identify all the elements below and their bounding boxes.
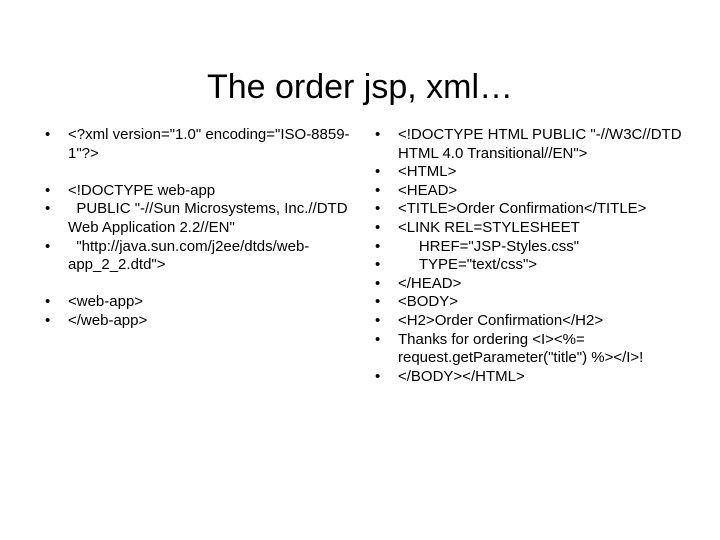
- bullet-text: <HTML>: [398, 163, 457, 181]
- right-bullet-item-3: • <TITLE>Order Confirmation</TITLE>: [368, 200, 688, 219]
- bullet-icon: •: [375, 293, 381, 311]
- right-bullet-list: • <!DOCTYPE HTML PUBLIC "-//W3C//DTD HTML…: [368, 126, 688, 386]
- bullet-text: Thanks for ordering <I><%= request.getPa…: [398, 330, 644, 367]
- bullet-icon: •: [45, 311, 51, 329]
- left-bullet-item-2: • PUBLIC "-//Sun Microsystems, Inc.//DTD…: [38, 200, 356, 237]
- page-title: The order jsp, xml…: [206, 67, 514, 106]
- bullet-text: "http://java.sun.com/j2ee/dtds/web-app_2…: [68, 237, 310, 274]
- bullet-icon: •: [375, 163, 381, 181]
- bullet-icon: •: [375, 126, 381, 143]
- bullet-icon: •: [375, 181, 381, 199]
- bullet-text: <?xml version="1.0" encoding="ISO-8859-1…: [68, 126, 350, 162]
- bullet-icon: •: [45, 181, 51, 199]
- bullet-icon: •: [45, 293, 51, 311]
- bullet-text: <TITLE>Order Confirmation</TITLE>: [398, 200, 647, 218]
- bullet-text: </web-app>: [68, 311, 148, 329]
- bullet-icon: •: [45, 237, 51, 255]
- right-bullet-item-1: • <HTML>: [368, 163, 688, 182]
- right-bullet-item-2: • <HEAD>: [368, 182, 688, 201]
- bullet-icon: •: [45, 126, 51, 143]
- bullet-icon: •: [375, 256, 381, 274]
- right-bullet-item-9: • <H2>Order Confirmation</H2>: [368, 312, 688, 331]
- bullet-text: TYPE="text/css">: [398, 256, 538, 274]
- bullet-icon: •: [45, 200, 51, 218]
- bullet-text: <H2>Order Confirmation</H2>: [398, 311, 604, 329]
- right-bullet-item-4: • <LINK REL=STYLESHEET: [368, 219, 688, 238]
- left-bullet-item-0: • <?xml version="1.0" encoding="ISO-8859-…: [38, 126, 356, 163]
- bullet-icon: •: [375, 218, 381, 236]
- left-bullet-item-4: • <web-app>: [38, 293, 356, 312]
- bullet-text: <BODY>: [398, 293, 459, 311]
- bullet-text: <!DOCTYPE HTML PUBLIC "-//W3C//DTD HTML …: [398, 126, 686, 162]
- right-content-column: • <!DOCTYPE HTML PUBLIC "-//W3C//DTD HTML…: [368, 126, 688, 386]
- bullet-text: HREF="JSP-Styles.css": [398, 237, 580, 255]
- left-bullet-item-5: • </web-app>: [38, 312, 356, 331]
- bullet-text: </BODY></HTML>: [398, 367, 525, 385]
- bullet-icon: •: [375, 200, 381, 218]
- bullet-icon: •: [375, 237, 381, 255]
- right-bullet-item-11: • </BODY></HTML>: [368, 368, 688, 387]
- left-bullet-item-1: • <!DOCTYPE web-app: [38, 182, 356, 201]
- left-bullet-item-3: • "http://java.sun.com/j2ee/dtds/web-app…: [38, 238, 356, 275]
- right-bullet-item-8: • <BODY>: [368, 293, 688, 312]
- bullet-icon: •: [375, 367, 381, 385]
- bullet-text: <LINK REL=STYLESHEET: [398, 218, 580, 236]
- left-bullet-list: • <?xml version="1.0" encoding="ISO-8859-…: [38, 126, 356, 331]
- right-bullet-item-0: • <!DOCTYPE HTML PUBLIC "-//W3C//DTD HTML…: [368, 126, 688, 163]
- bullet-text: </HEAD>: [398, 274, 462, 292]
- left-content-column: • <?xml version="1.0" encoding="ISO-8859-…: [38, 126, 356, 331]
- bullet-text: PUBLIC "-//Sun Microsystems, Inc.//DTD W…: [68, 200, 352, 236]
- right-bullet-item-6: • TYPE="text/css">: [368, 256, 688, 275]
- bullet-text: <web-app>: [68, 293, 144, 311]
- right-bullet-item-10: • Thanks for ordering <I><%= request.getP…: [368, 331, 688, 368]
- bullet-text: <HEAD>: [398, 181, 458, 199]
- right-bullet-item-7: • </HEAD>: [368, 275, 688, 294]
- bullet-icon: •: [375, 311, 381, 329]
- bullet-text: <!DOCTYPE web-app: [68, 181, 216, 199]
- right-bullet-item-5: • HREF="JSP-Styles.css": [368, 238, 688, 257]
- bullet-icon: •: [375, 274, 381, 292]
- bullet-icon: •: [375, 330, 381, 348]
